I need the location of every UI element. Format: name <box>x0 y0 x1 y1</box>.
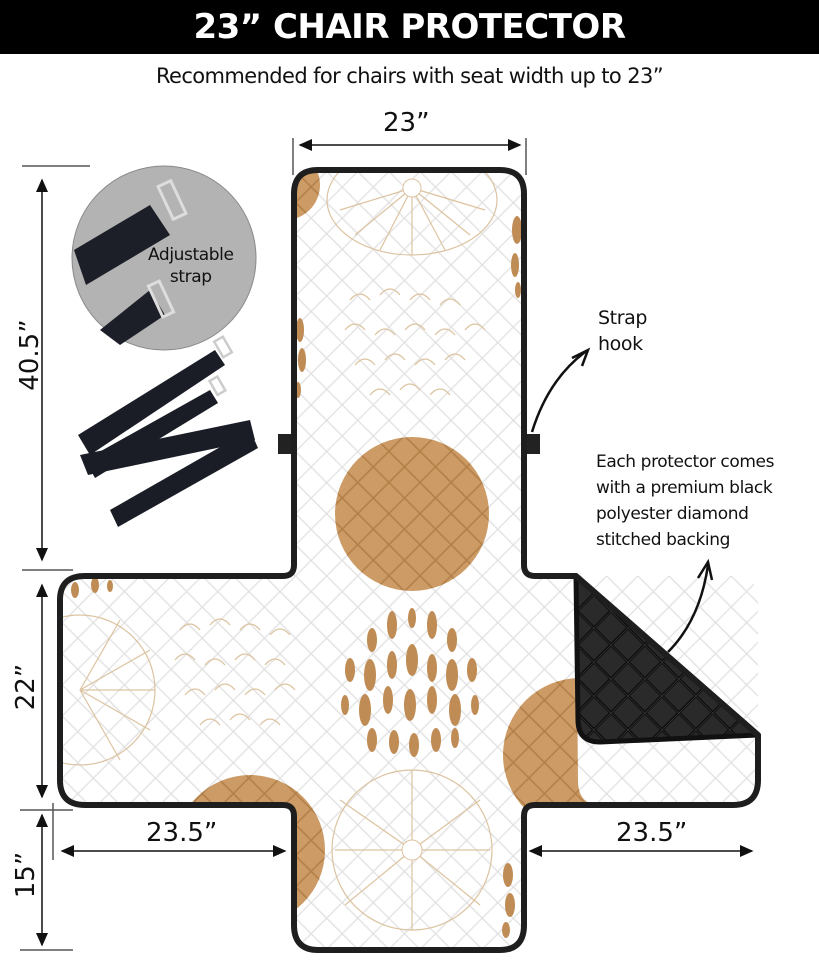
backing-description: Each protector comes with a premium blac… <box>596 452 775 550</box>
title-banner: 23” CHAIR PROTECTOR <box>0 0 819 54</box>
dimension-right-arm-width: 23.5” <box>616 818 688 848</box>
subtitle: Recommended for chairs with seat width u… <box>155 64 664 88</box>
cover-outline <box>57 167 761 953</box>
dimension-front-height: 15” <box>11 851 41 899</box>
backing-arrow <box>667 564 710 653</box>
adjustable-strap-label: Adjustable strap <box>148 245 234 287</box>
squiggle-motif <box>174 288 486 726</box>
dimension-lines <box>20 138 754 951</box>
tan-circle-center <box>335 437 489 591</box>
fan-motif-left <box>60 614 156 766</box>
adjustable-strap-inset <box>71 165 257 351</box>
dimension-seat-height: 22” <box>11 663 41 711</box>
dimension-top-width: 23” <box>383 108 430 138</box>
page-title: 23” CHAIR PROTECTOR <box>193 7 626 47</box>
tan-circle-bottom-left <box>175 775 325 925</box>
dimension-back-height: 40.5” <box>15 319 45 391</box>
strap-hook-arrow <box>530 351 586 433</box>
strap-image <box>78 334 258 527</box>
spotted-circle <box>341 608 479 757</box>
dimension-left-arm-width: 23.5” <box>146 818 218 848</box>
fan-motif-bottom <box>331 769 493 931</box>
fan-motif-top <box>326 170 498 256</box>
strap-hook-label: Strap hook <box>598 307 648 355</box>
